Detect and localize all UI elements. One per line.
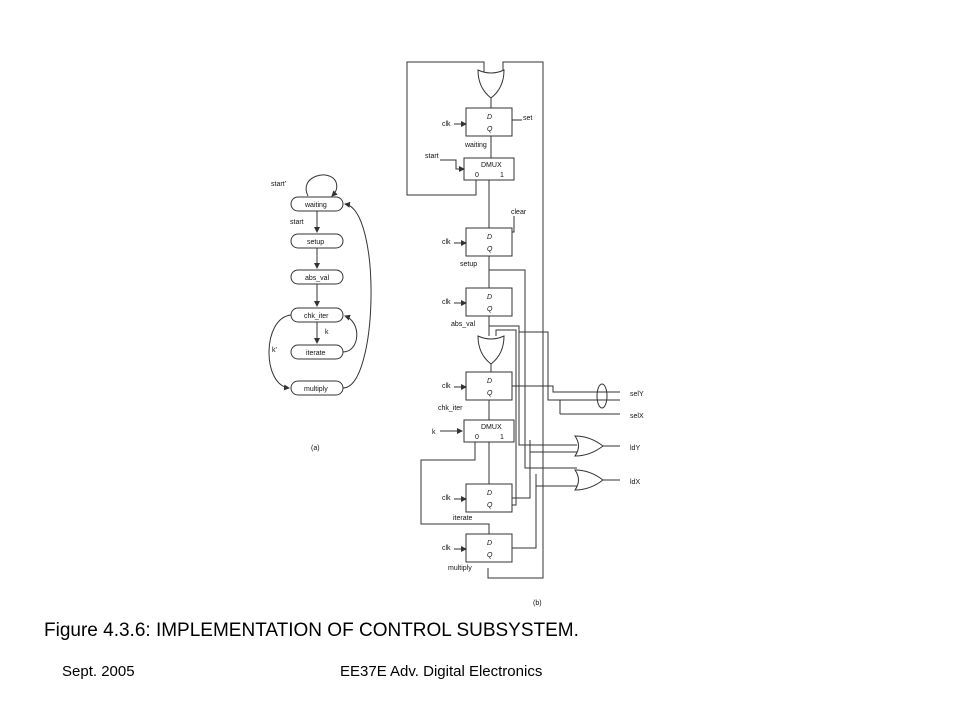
ff-setup [465, 227, 513, 257]
label-chk-iter: chk_iter [438, 405, 463, 412]
label-setup: setup [460, 261, 477, 268]
sublabel-a: (a) [311, 445, 320, 452]
dmux-bottom-label: DMUX [481, 424, 502, 431]
output-ldy: ldY [630, 445, 640, 452]
ff-waiting-q: Q [487, 126, 493, 133]
ff-chkiter-q: Q [487, 390, 493, 397]
k-label: k [432, 429, 436, 436]
ff-chkiter-d: D [487, 378, 492, 385]
clk-label: clk [442, 383, 451, 390]
bus-bundle-ellipse [596, 383, 608, 409]
label-k-prime: k' [272, 347, 277, 354]
clear-label: clear [511, 209, 527, 216]
wire-absval-ldy [488, 316, 577, 446]
or-gate-ldy [574, 435, 604, 457]
ff-abs-val [465, 287, 513, 317]
wire-dmux0-multiply [420, 442, 490, 534]
wire-ldy-in [529, 440, 577, 453]
state-multiply-label: multiply [304, 386, 328, 393]
state-setup-label: setup [307, 239, 324, 246]
wire-feedback-multiply [487, 61, 544, 579]
arrow-iterate-chkiter [342, 314, 358, 353]
wire-iterate-or [495, 329, 517, 506]
start-arrow [440, 159, 465, 172]
or-gate-middle [477, 335, 505, 365]
label-waiting: waiting [464, 142, 487, 149]
label-start: start [290, 219, 304, 226]
ff-multiply-q: Q [487, 552, 493, 559]
or-gate-top [477, 69, 505, 99]
figure-caption: Figure 4.3.6: IMPLEMENTATION OF CONTROL … [44, 620, 579, 641]
ff-iterate-d: D [487, 490, 492, 497]
wire-multiply-out [512, 474, 537, 549]
ff-multiply-d: D [487, 540, 492, 547]
sublabel-b: (b) [533, 600, 542, 607]
label-iterate: iterate [453, 515, 473, 522]
clk-label: clk [442, 495, 451, 502]
wire-loop-waiting [406, 61, 485, 196]
or-gate-ldx [574, 469, 604, 491]
footer-course: EE37E Adv. Digital Electronics [340, 663, 543, 680]
state-abs-val-label: abs_val [305, 275, 330, 282]
ff-iterate-q: Q [487, 502, 493, 509]
clk-label: clk [442, 239, 451, 246]
output-ldx: ldX [630, 479, 640, 486]
wire-iterate-out [512, 440, 531, 499]
dmux-top-label: DMUX [481, 162, 502, 169]
set-label: set [523, 115, 532, 122]
label-multiply: multiply [448, 565, 472, 572]
ff-waiting-d: D [487, 114, 492, 121]
ff-setup-q: Q [487, 246, 493, 253]
clk-label: clk [442, 545, 451, 552]
dmux-bottom-1: 1 [500, 434, 504, 441]
ff-setup-d: D [487, 234, 492, 241]
state-iterate-label: iterate [306, 350, 326, 357]
ff-iterate [465, 483, 513, 513]
circuit-diagram: D Q clk set waiting DMUX 0 1 start clear… [406, 61, 644, 607]
dmux-top-0: 0 [475, 172, 479, 179]
ff-absval-q: Q [487, 306, 493, 313]
state-chk-iter-label: chk_iter [304, 313, 329, 320]
dmux-bottom-0: 0 [475, 434, 479, 441]
arrow-chkiter-multiply [268, 314, 292, 391]
wire-sely [512, 385, 620, 393]
footer-date: Sept. 2005 [62, 663, 135, 680]
state-diagram: start' waiting start setup abs_val chk_i… [268, 174, 372, 452]
label-start-prime: start' [271, 181, 286, 188]
dmux-top-1: 1 [500, 172, 504, 179]
state-waiting-label: waiting [304, 202, 327, 209]
output-selx: selX [630, 413, 644, 420]
wire-ldx-in [535, 474, 577, 487]
output-sely: selY [630, 391, 644, 398]
wire-selx [519, 331, 620, 401]
ff-waiting [465, 107, 513, 137]
clk-label: clk [442, 299, 451, 306]
ff-absval-d: D [487, 294, 492, 301]
clk-label: clk [442, 121, 451, 128]
arrow-multiply-waiting [342, 201, 372, 389]
wire-setup-ldx [489, 269, 577, 469]
start-label: start [425, 153, 439, 160]
label-abs-val: abs_val [451, 321, 476, 328]
self-loop-arrow [305, 174, 338, 197]
label-k: k [325, 329, 329, 336]
